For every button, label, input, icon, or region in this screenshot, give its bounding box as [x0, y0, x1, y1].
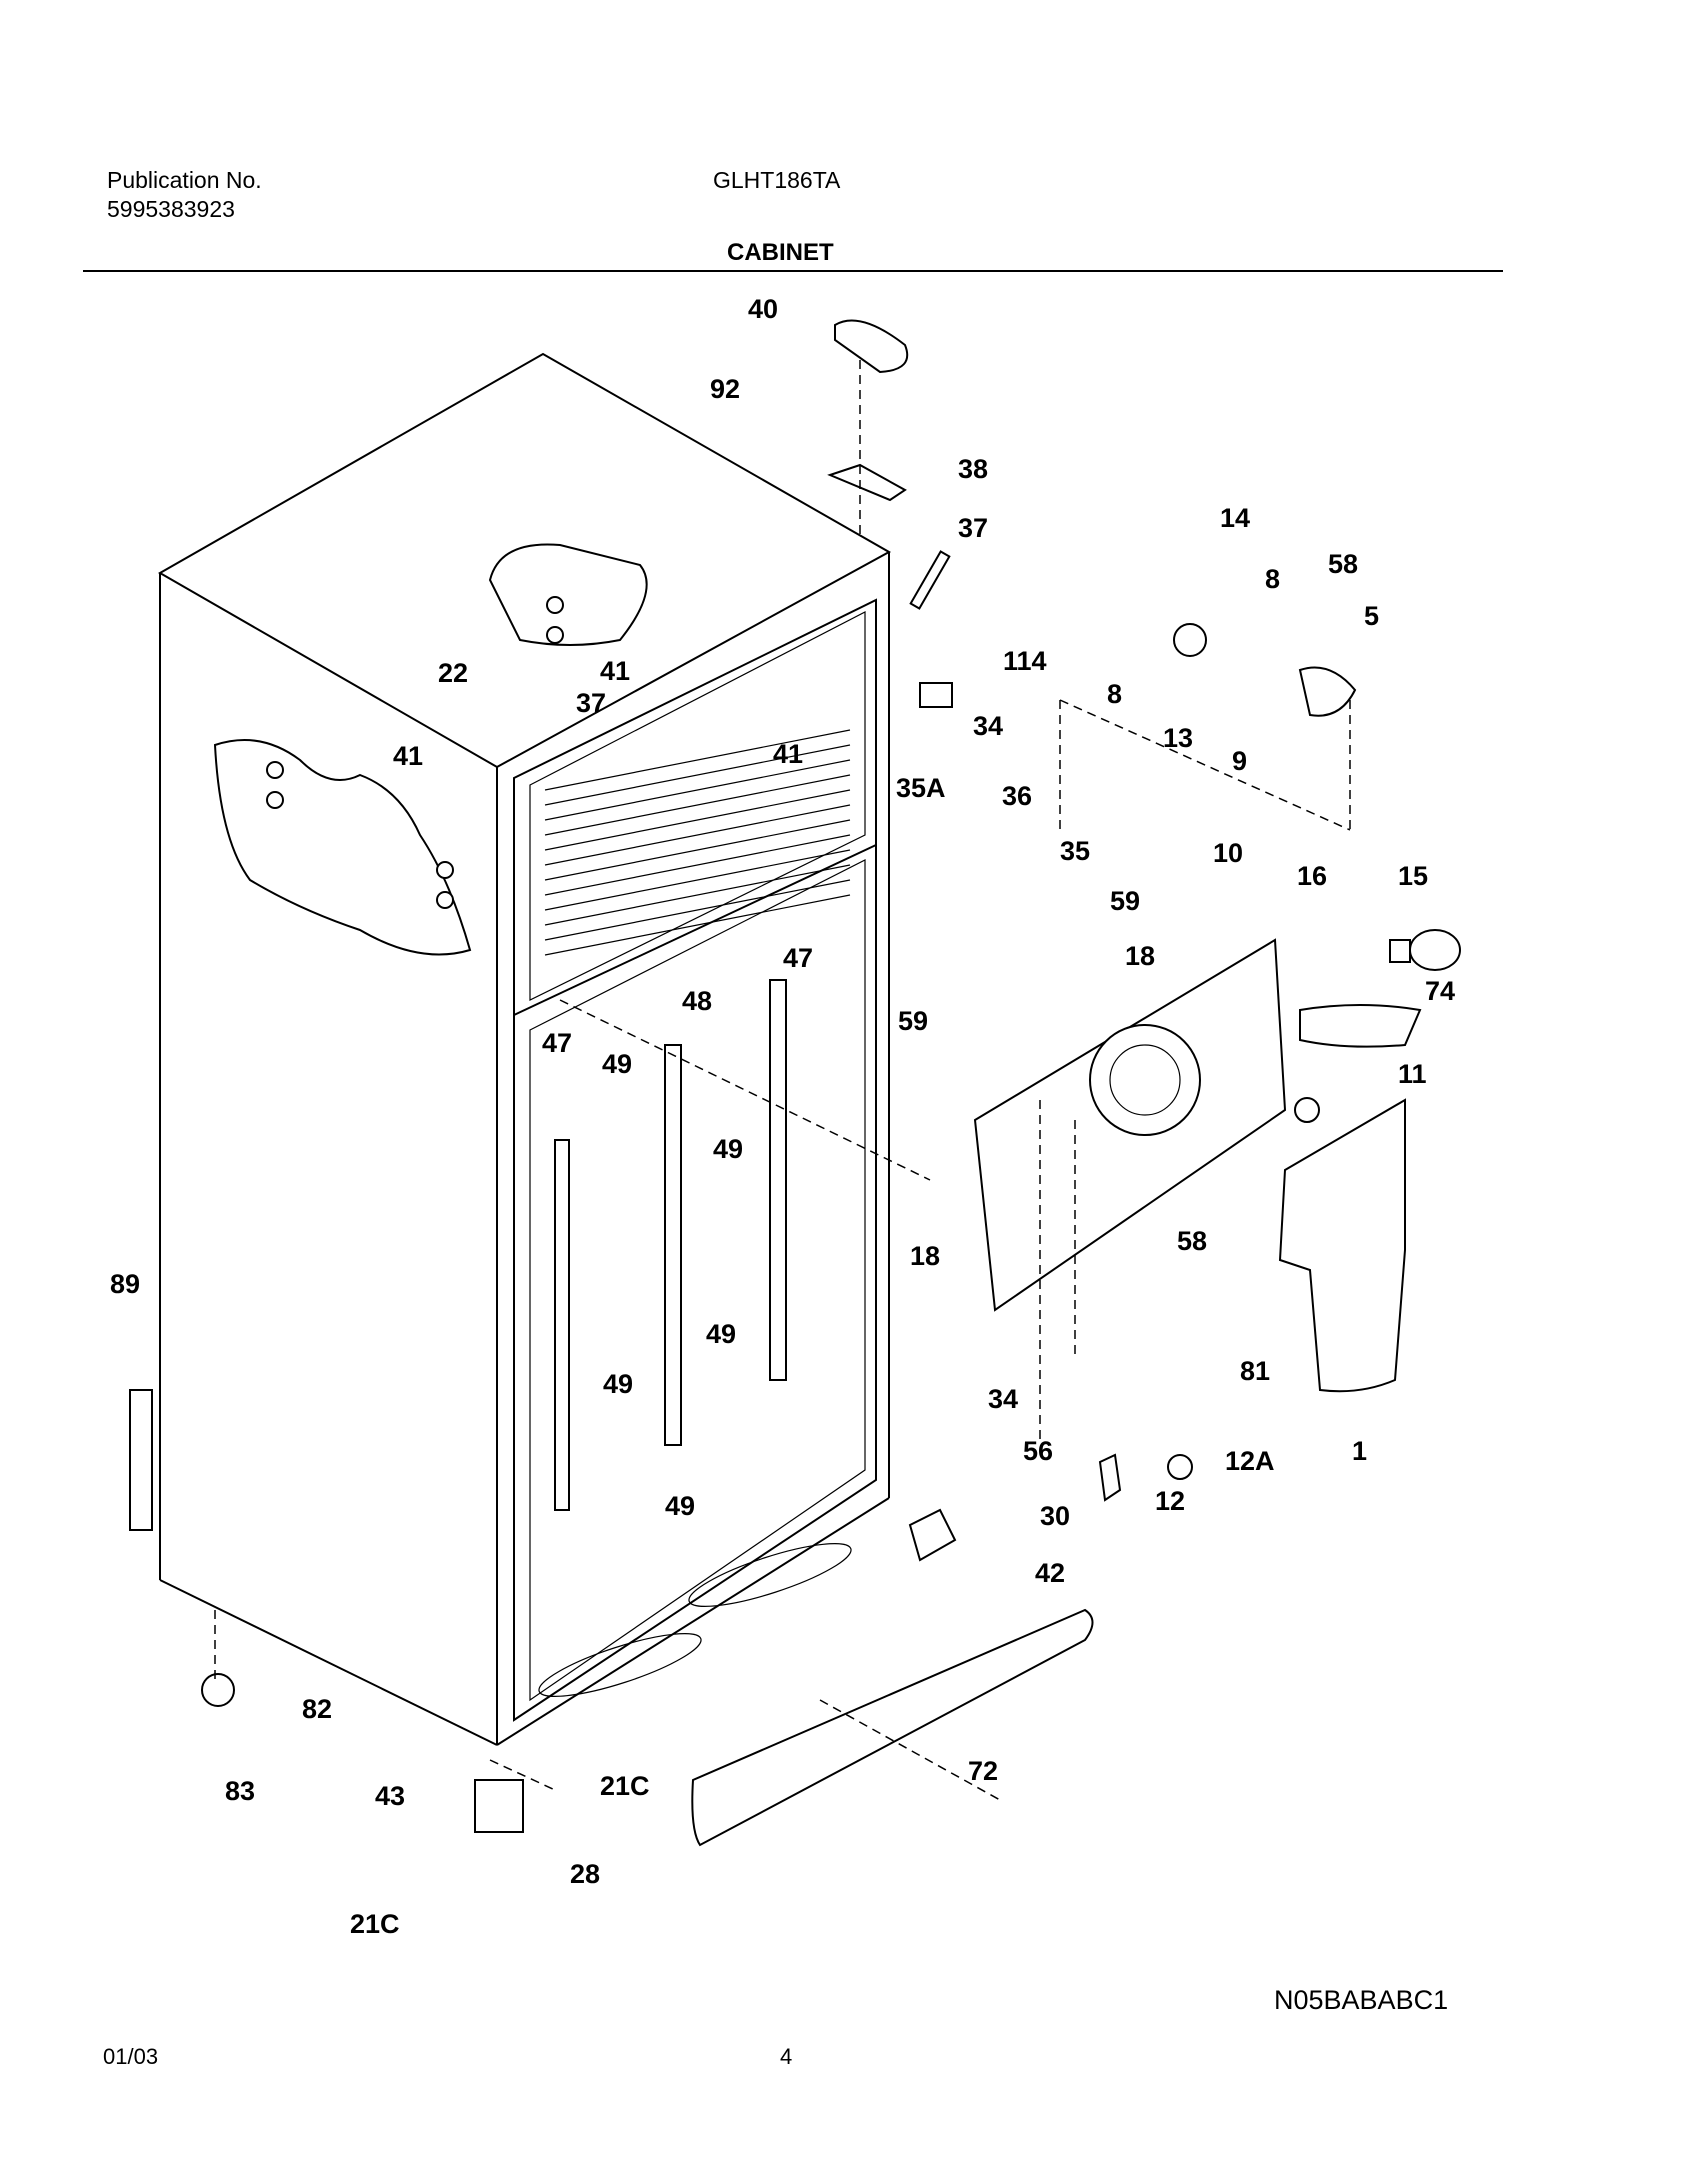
- callout-28: 28: [570, 1859, 600, 1889]
- callout-59: 59: [1110, 886, 1140, 916]
- callout-5: 5: [1364, 601, 1379, 631]
- air-duct: [1278, 1098, 1406, 1393]
- callout-15: 15: [1398, 861, 1428, 891]
- callout-82: 82: [302, 1694, 332, 1724]
- callout-114: 114: [1003, 646, 1047, 676]
- callout-83: 83: [225, 1776, 255, 1806]
- callout-14: 14: [1220, 503, 1250, 533]
- callout-16: 16: [1297, 861, 1327, 891]
- top-hinge-parts: [827, 319, 953, 708]
- callout-49e: 49: [665, 1491, 695, 1521]
- publication-label: Publication No.: [107, 167, 262, 193]
- callout-22: 22: [438, 658, 468, 688]
- callout-48: 48: [682, 986, 712, 1016]
- callout-81: 81: [1240, 1356, 1270, 1386]
- shelf-rails: [554, 979, 787, 1511]
- callout-21c-b: 21C: [350, 1909, 400, 1939]
- callout-8: 8: [1265, 564, 1280, 594]
- fan-assembly: [1173, 623, 1357, 717]
- small-parts: [129, 1097, 1320, 1833]
- callout-34b: 34: [988, 1384, 1018, 1414]
- callout-58b: 58: [1177, 1226, 1207, 1256]
- page-number: 4: [780, 2044, 793, 2069]
- callout-56: 56: [1023, 1436, 1053, 1466]
- callout-37: 37: [958, 513, 988, 543]
- callout-49c: 49: [706, 1319, 736, 1349]
- assembly-lines: [214, 360, 1351, 1801]
- top-cover: [488, 543, 648, 646]
- callout-41: 41: [600, 656, 630, 686]
- evaporator-cover: [973, 938, 1287, 1312]
- callout-49b: 49: [713, 1134, 743, 1164]
- callout-92: 92: [710, 374, 740, 404]
- callout-11: 11: [1398, 1059, 1427, 1089]
- callout-41b: 41: [773, 739, 803, 769]
- callout-18b: 18: [910, 1241, 940, 1271]
- callout-49d: 49: [603, 1369, 633, 1399]
- callout-9: 9: [1232, 746, 1247, 776]
- callout-13: 13: [1163, 723, 1193, 753]
- callout-41c: 41: [393, 741, 423, 771]
- callout-47b: 47: [542, 1028, 572, 1058]
- callout-12a: 12A: [1225, 1446, 1275, 1476]
- callout-74: 74: [1425, 976, 1455, 1006]
- callout-12: 12: [1155, 1486, 1185, 1516]
- callout-72: 72: [968, 1756, 998, 1786]
- callout-36: 36: [1002, 781, 1032, 811]
- inner-liner: [513, 598, 877, 1722]
- callout-89: 89: [110, 1269, 140, 1299]
- callout-30: 30: [1040, 1501, 1070, 1531]
- model-number: GLHT186TA: [713, 167, 841, 193]
- callout-49: 49: [602, 1049, 632, 1079]
- callout-40: 40: [748, 294, 778, 324]
- callout-34: 34: [973, 711, 1003, 741]
- toe-grille: [691, 1608, 1094, 1847]
- light-bulb: [1299, 929, 1461, 1048]
- callout-58: 58: [1328, 549, 1358, 579]
- callout-1: 1: [1352, 1436, 1367, 1466]
- header-rule: [83, 270, 1503, 272]
- publication-number: 5995383923: [107, 196, 235, 222]
- callout-35a: 35A: [896, 773, 946, 803]
- callout-37b: 37: [576, 688, 606, 718]
- callout-10: 10: [1213, 838, 1243, 868]
- callout-42: 42: [1035, 1558, 1065, 1588]
- side-cutaway: [213, 739, 472, 956]
- cabinet-body: [157, 352, 892, 1746]
- publication-date: 01/03: [103, 2044, 159, 2069]
- callout-47: 47: [783, 943, 813, 973]
- callout-8b: 8: [1107, 679, 1122, 709]
- callout-21c: 21C: [600, 1771, 650, 1801]
- callout-18: 18: [1125, 941, 1155, 971]
- callout-43: 43: [375, 1781, 405, 1811]
- diagram-code: N05BABABC1: [1274, 1985, 1449, 2015]
- callout-38: 38: [958, 454, 988, 484]
- callout-35: 35: [1060, 836, 1090, 866]
- callout-59b: 59: [898, 1006, 928, 1036]
- section-title: CABINET: [727, 239, 834, 266]
- callout-labels: 40 92 38 37 14 58 8 5 41 114 22 37 41 41…: [110, 294, 1455, 1939]
